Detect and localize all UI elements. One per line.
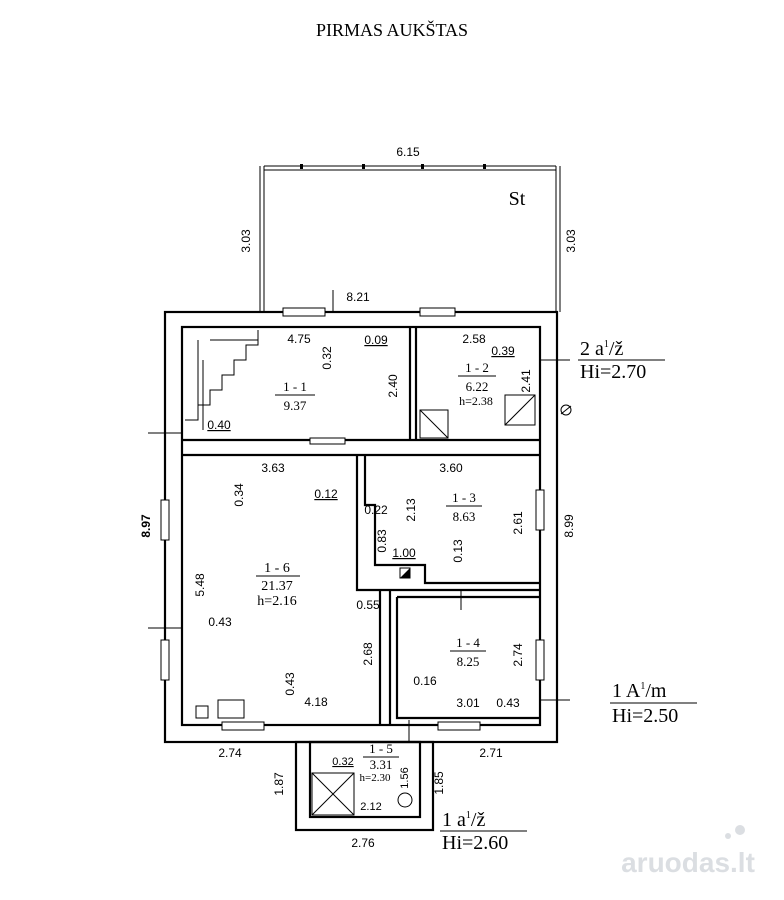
room-area-1-1: 9.37 [284, 398, 307, 413]
dim: 2.74 [511, 643, 525, 667]
dim: 2.41 [519, 369, 533, 393]
dim: 2.76 [351, 836, 375, 850]
overall-left-dim: 8.97 [139, 514, 153, 538]
dim: 2.12 [360, 801, 381, 813]
watermark-logo: aruodas.lt [621, 825, 755, 878]
dim: 2.68 [361, 642, 375, 666]
dim: 5.48 [193, 573, 207, 597]
room-id-1-3: 1 - 3 [452, 490, 476, 505]
dim: 3.60 [439, 461, 463, 475]
dim: 2.58 [462, 332, 486, 346]
room-id-1-5: 1 - 5 [369, 741, 393, 756]
annotation-hi: Hi=2.50 [612, 705, 678, 727]
staircase [185, 330, 259, 430]
room-area-1-6: 21.37 [261, 579, 293, 594]
annotation-lower: 1 a1/ž Hi=2.60 [440, 809, 527, 854]
terrace: St 6.15 3.03 3.03 [239, 145, 578, 312]
dim: 2.74 [218, 746, 242, 760]
annotation-right: 1 A1/m Hi=2.50 [610, 680, 697, 727]
dim: 0.09 [364, 333, 388, 347]
room-height-1-5: h=2.30 [360, 772, 391, 784]
page-title: PIRMAS AUKŠTAS [316, 19, 468, 40]
terrace-label: St [509, 188, 526, 210]
room-area-1-4: 8.25 [457, 654, 480, 669]
annotation-hi: Hi=2.60 [442, 832, 508, 854]
annotation-code: 1 a1/ž [442, 809, 485, 831]
dim: 0.43 [208, 615, 232, 629]
terrace-right-dim: 3.03 [564, 229, 578, 253]
dim: 1.56 [399, 767, 411, 788]
dim: 0.13 [451, 539, 465, 563]
room-area-1-5: 3.31 [370, 757, 393, 772]
dim: 0.43 [496, 696, 520, 710]
annotation-code: 1 A1/m [612, 680, 667, 702]
outer-walls [163, 310, 559, 744]
inner-walls [355, 455, 540, 725]
appliances [195, 394, 572, 719]
dim: 1.85 [432, 771, 446, 795]
terrace-left-dim: 3.03 [239, 229, 253, 253]
room-id-1-4: 1 - 4 [456, 635, 480, 650]
dim: 0.22 [364, 503, 388, 517]
room-area-1-3: 8.63 [453, 509, 476, 524]
dim: 2.13 [404, 498, 418, 522]
dim: 0.32 [320, 346, 334, 370]
dim: 0.83 [375, 529, 389, 553]
dim: 1.87 [272, 772, 286, 796]
room-height-1-2: h=2.38 [459, 394, 493, 408]
dim: 4.18 [304, 695, 328, 709]
dim: 0.39 [491, 344, 515, 358]
dim: 2.71 [479, 746, 503, 760]
dim: 2.40 [386, 374, 400, 398]
room-id-1-1: 1 - 1 [283, 379, 307, 394]
room-height-1-6: h=2.16 [257, 594, 296, 609]
windows [160, 307, 545, 731]
dim: 0.43 [283, 672, 297, 696]
entry-arrows [148, 290, 570, 742]
overall-top-dim: 8.21 [346, 290, 370, 304]
overall-right-dim: 8.99 [562, 514, 576, 538]
room-labels: 1 - 1 9.37 1 - 2 6.22 h=2.38 1 - 3 8.63 … [256, 360, 496, 784]
dim: 0.40 [207, 418, 231, 432]
room-area-1-2: 6.22 [466, 379, 489, 394]
vestibule [294, 740, 435, 832]
dim: 3.01 [456, 696, 480, 710]
svg-text:aruodas.lt: aruodas.lt [621, 847, 755, 878]
annotation-code: 2 a1/ž [580, 338, 623, 360]
dim: 0.32 [332, 756, 353, 768]
dim: 1.00 [392, 546, 416, 560]
terrace-width-dim: 6.15 [396, 145, 420, 159]
room-id-1-6: 1 - 6 [264, 561, 290, 576]
dim: 0.16 [413, 674, 437, 688]
interior-dims: 4.75 0.32 0.09 2.58 0.39 2.40 2.41 0.40 … [193, 332, 533, 850]
annotation-upper: 2 a1/ž Hi=2.70 [578, 338, 665, 383]
overall-dims: 8.21 8.97 8.99 [139, 290, 576, 538]
dim: 3.63 [261, 461, 285, 475]
dim: 2.61 [511, 511, 525, 535]
dim: 0.12 [314, 487, 338, 501]
dim: 0.34 [232, 483, 246, 507]
dim: 4.75 [287, 332, 311, 346]
room-id-1-2: 1 - 2 [465, 360, 489, 375]
dim: 0.55 [356, 598, 380, 612]
annotation-hi: Hi=2.70 [580, 361, 646, 383]
